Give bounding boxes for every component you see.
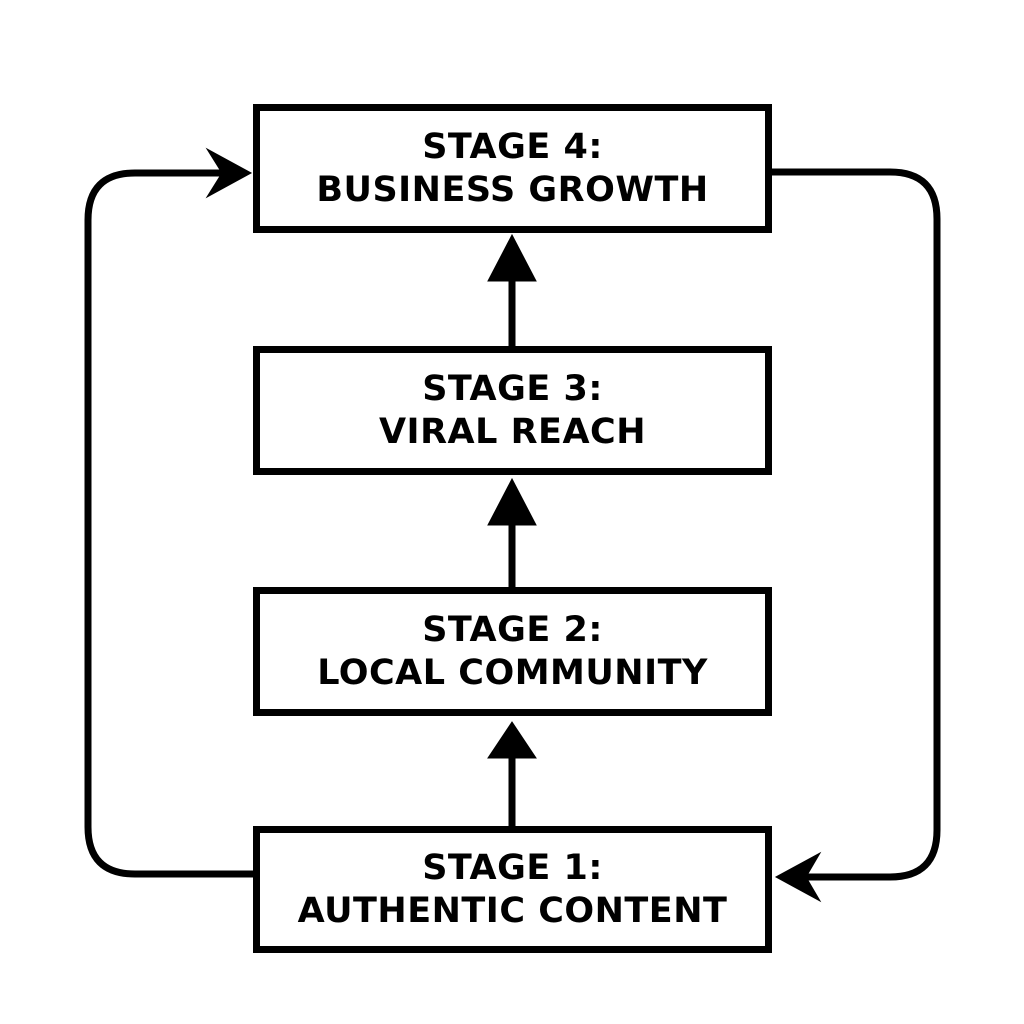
stage-1-subtitle: AUTHENTIC CONTENT xyxy=(297,890,728,931)
arrowhead-left-into-stage1 xyxy=(774,851,822,903)
stage-2-box: STAGE 2: LOCAL COMMUNITY xyxy=(253,587,772,716)
stage-3-box: STAGE 3: VIRAL REACH xyxy=(253,346,772,475)
arrowhead-up-stage2 xyxy=(487,721,537,759)
loop-right-path xyxy=(768,168,941,881)
arrowhead-right-into-stage4 xyxy=(205,147,253,199)
stage-3-title: STAGE 3: xyxy=(422,368,603,409)
loop-left-path xyxy=(84,169,257,878)
stage-1-box: STAGE 1: AUTHENTIC CONTENT xyxy=(253,826,772,953)
stage-2-subtitle: LOCAL COMMUNITY xyxy=(317,652,708,693)
stage-4-subtitle: BUSINESS GROWTH xyxy=(316,169,709,210)
stage-3-subtitle: VIRAL REACH xyxy=(378,411,647,452)
stage-4-box: STAGE 4: BUSINESS GROWTH xyxy=(253,104,772,233)
stage-2-title: STAGE 2: xyxy=(422,609,603,650)
arrowhead-up-stage3 xyxy=(487,477,537,526)
arrowhead-up-stage4 xyxy=(487,233,537,282)
stage-1-title: STAGE 1: xyxy=(422,847,603,888)
stage-4-title: STAGE 4: xyxy=(422,126,603,167)
